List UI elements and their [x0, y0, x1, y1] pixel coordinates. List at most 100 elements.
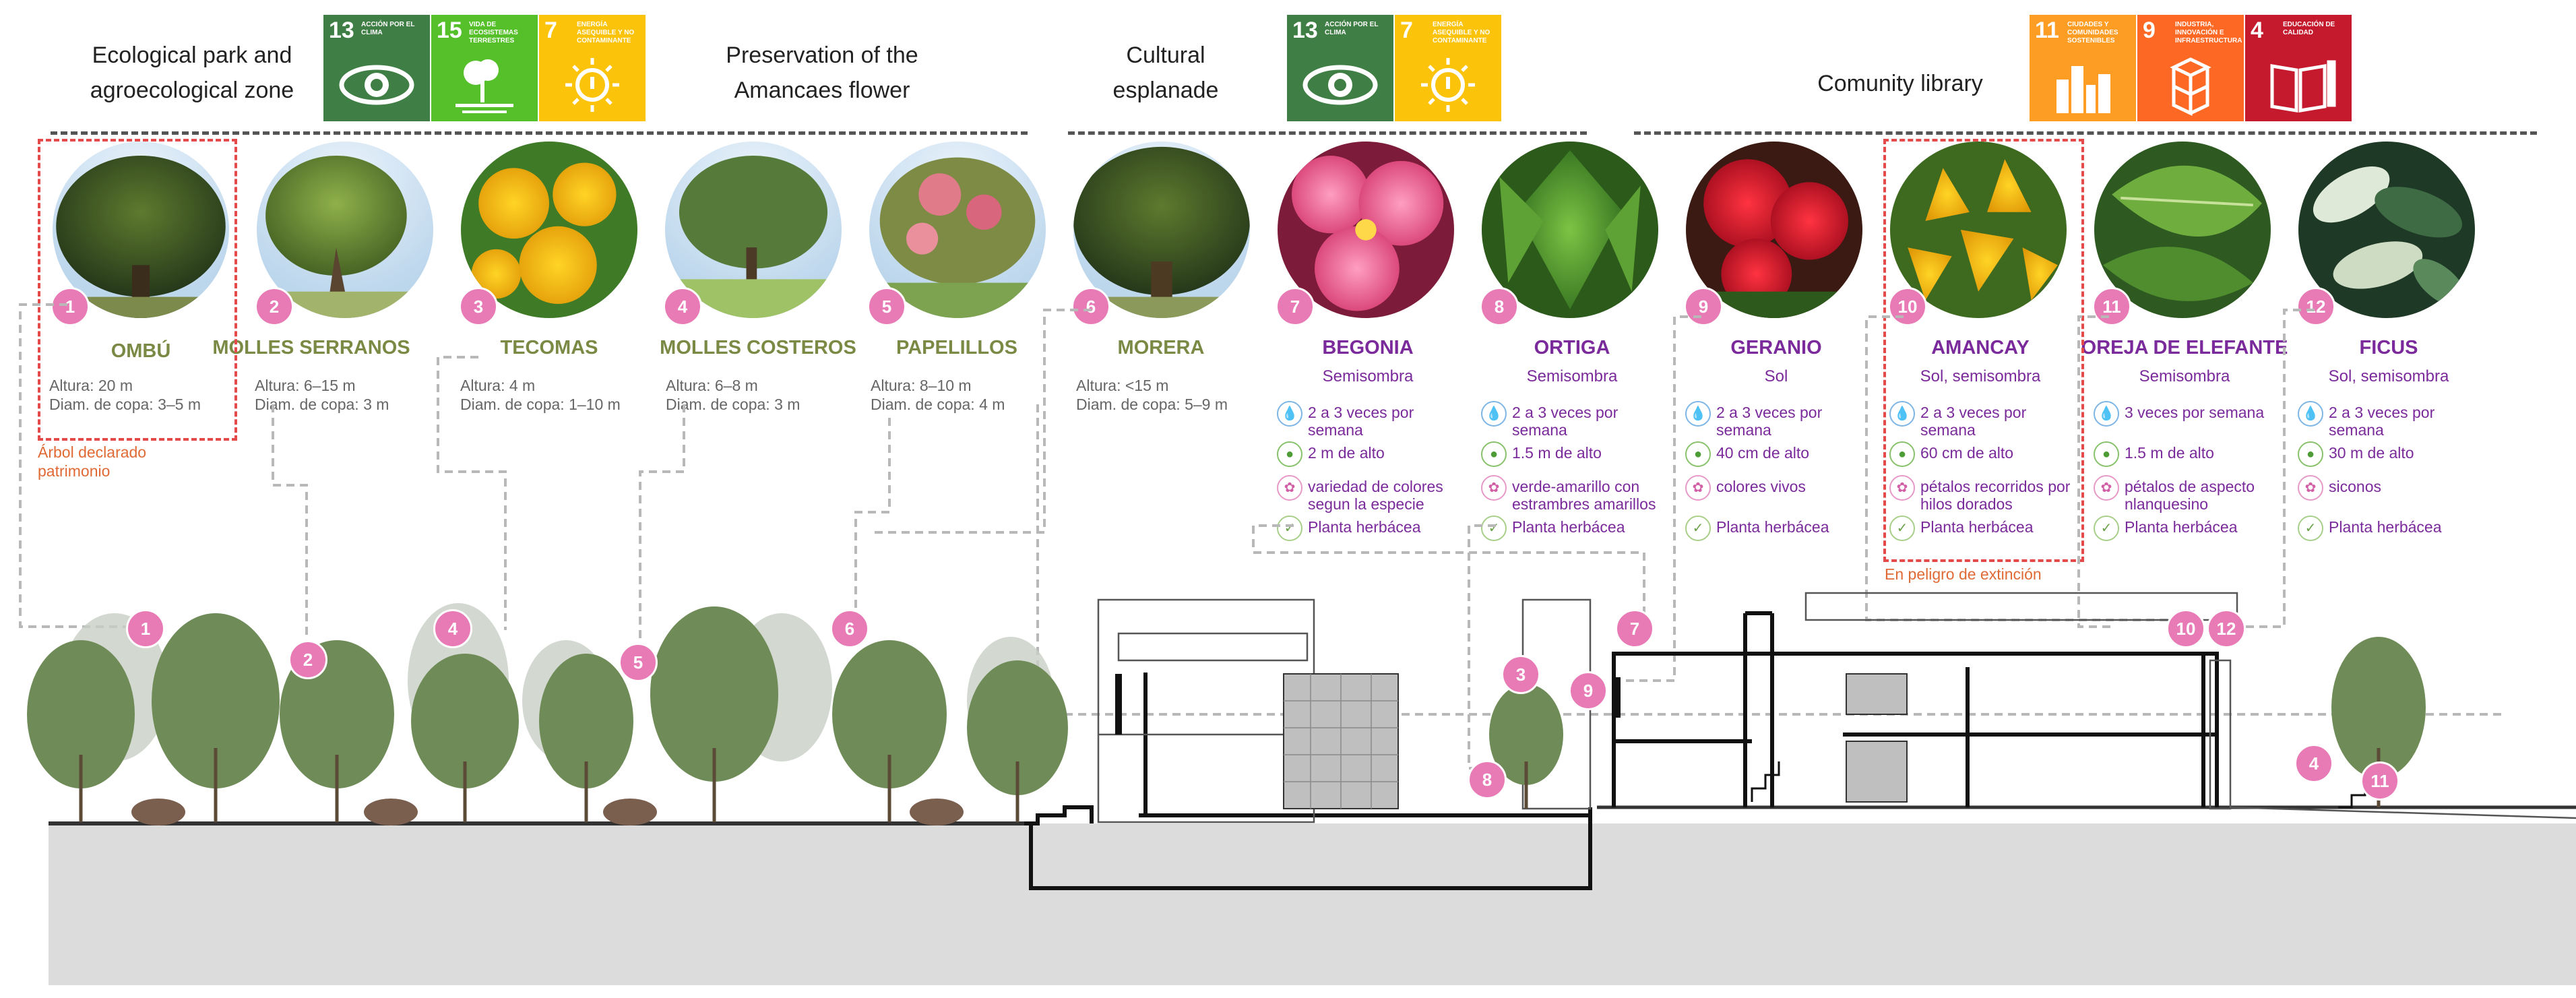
note-line: patrimonio	[38, 462, 111, 480]
tree-name-morera: MORERA	[1117, 337, 1205, 358]
heritage-highlight-box	[38, 139, 237, 441]
tree-name-molles-serranos: MOLLES SERRANOS	[212, 337, 410, 358]
zone-title-library: Comunity library	[1817, 71, 1983, 96]
height-leaf-icon: ●	[2298, 441, 2323, 467]
flower-icon: ✿	[1277, 475, 1302, 501]
sdg-7-tile: 7 ENERGÍA ASEQUIBLE Y NO CONTAMINANTE	[539, 15, 646, 121]
spec-altura: Altura: 6–15 m	[255, 377, 356, 394]
section-badge-1: 1	[126, 609, 165, 648]
zone-title-eco-park: Ecological park and agroecological zone	[81, 38, 303, 108]
section-badge-11: 11	[2360, 761, 2399, 801]
plant-exposure: Semisombra	[2139, 367, 2230, 385]
spec-altura: Altura: 4 m	[460, 377, 536, 394]
sdg-label: INDUSTRIA, INNOVACIÓN E INFRAESTRUCTURA	[2175, 21, 2242, 44]
zone-title-line: agroecological zone	[90, 77, 294, 103]
plant-name-oreja-de-elefante: OREJA DE ELEFANTE	[2081, 337, 2288, 358]
spec-copa: Diam. de copa: 5–9 m	[1076, 396, 1228, 413]
sdg-label: EDUCACIÓN DE CALIDAD	[2283, 21, 2335, 36]
plant-height: ●60 cm de alto	[1889, 441, 2071, 467]
molle-costero-photo	[665, 142, 842, 318]
plant-water-text: 3 veces por semana	[2125, 404, 2265, 421]
sdg-label: CIUDADES Y COMUNIDADES SOSTENIBLES	[2067, 21, 2118, 44]
water-drop-icon: 💧	[2298, 401, 2323, 427]
heritage-note: Árbol declarado patrimonio	[38, 443, 146, 480]
leader-lines	[19, 303, 2507, 770]
plant-name-begonia: BEGONIA	[1322, 337, 1414, 358]
plant-height-text: 1.5 m de alto	[1512, 444, 1602, 462]
cubes-icon	[2137, 53, 2244, 117]
plant-type: ✓Planta herbácea	[1685, 516, 1867, 541]
plant-type: ✓Planta herbácea	[2094, 516, 2275, 541]
water-drop-icon: 💧	[1685, 401, 1711, 427]
section-badge-4: 4	[433, 609, 472, 648]
section-badge-3: 3	[1501, 655, 1540, 694]
ombu-photo	[53, 142, 229, 318]
sprout-icon: ✓	[2298, 516, 2323, 541]
plant-exposure: Semisombra	[1322, 367, 1414, 385]
zone-title-line: Cultural	[1126, 42, 1205, 68]
sdg-number: 7	[544, 18, 557, 43]
plant-water-text: 2 a 3 veces por semana	[1512, 404, 1619, 439]
sdg-number: 9	[2143, 18, 2156, 43]
badge-6: 6	[1071, 287, 1110, 326]
badge-8: 8	[1480, 287, 1519, 326]
plant-name-ortiga: ORTIGA	[1534, 337, 1610, 358]
plant-flower: ✿pétalos recorridos por hilos dorados	[1889, 475, 2071, 513]
plant-height: ●2 m de alto	[1277, 441, 1459, 467]
spec-copa: Diam. de copa: 3 m	[666, 396, 800, 413]
plant-type-text: Planta herbácea	[1920, 518, 2034, 536]
tree-spec-morera: Altura: <15 m Diam. de copa: 5–9 m	[1076, 376, 1228, 414]
ortiga-photo	[1482, 142, 1658, 318]
plant-height-text: 40 cm de alto	[1716, 444, 1810, 462]
plant-exposure: Semisombra	[1526, 367, 1618, 385]
book-pencil-icon	[2245, 53, 2352, 117]
note-line: Árbol declarado	[38, 443, 147, 461]
plant-water-text: 2 a 3 veces por semana	[2329, 404, 2435, 439]
zone-title-line: esplanade	[1112, 77, 1219, 103]
zone-title-line: Preservation of the	[726, 42, 918, 68]
water-drop-icon: 💧	[2094, 401, 2119, 427]
section-badge-12: 12	[2207, 609, 2246, 648]
plant-flower: ✿variedad de colores segun la especie	[1277, 475, 1459, 513]
badge-2: 2	[255, 287, 294, 326]
sun-power-icon	[1395, 53, 1501, 117]
sdg-number: 4	[2251, 18, 2263, 43]
tree-name-molles-costeros: MOLLES COSTEROS	[660, 337, 856, 358]
plant-name-ficus: FICUS	[2359, 337, 2418, 358]
plant-flower: ✿colores vivos	[1685, 475, 1867, 501]
plant-type-text: Planta herbácea	[1512, 518, 1625, 536]
plant-water: 💧2 a 3 veces por semana	[1685, 401, 1867, 439]
ground-fill	[49, 823, 2576, 985]
plant-water-text: 2 a 3 veces por semana	[1308, 404, 1414, 439]
sun-power-icon	[539, 53, 646, 117]
section-badge-7: 7	[1615, 609, 1654, 648]
eye-globe-icon	[323, 53, 430, 117]
zone-divider	[1634, 131, 2537, 135]
badge-4: 4	[663, 287, 702, 326]
plant-name-geranio: GERANIO	[1730, 337, 1822, 358]
sprout-icon: ✓	[2094, 516, 2119, 541]
plant-height-text: 2 m de alto	[1308, 444, 1385, 462]
zone-title-line: Amancaes flower	[734, 77, 910, 103]
plant-water: 💧2 a 3 veces por semana	[2298, 401, 2480, 439]
plant-water-text: 2 a 3 veces por semana	[1716, 404, 1823, 439]
eye-globe-icon	[1287, 53, 1393, 117]
section-badge-8: 8	[1468, 760, 1507, 799]
plant-name-amancay: AMANCAY	[1931, 337, 2030, 358]
plant-type: ✓Planta herbácea	[1889, 516, 2071, 541]
plant-flower-text: colores vivos	[1716, 478, 1806, 495]
sdg-label: ENERGÍA ASEQUIBLE Y NO CONTAMINANTE	[577, 21, 635, 44]
sdg-9-tile: 9 INDUSTRIA, INNOVACIÓN E INFRAESTRUCTURA	[2137, 15, 2244, 121]
spec-copa: Diam. de copa: 4 m	[871, 396, 1005, 413]
badge-3: 3	[459, 287, 498, 326]
flower-icon: ✿	[1481, 475, 1507, 501]
spec-altura: Altura: 20 m	[49, 377, 133, 394]
spec-copa: Diam. de copa: 3 m	[255, 396, 389, 413]
plant-flower: ✿siconos	[2298, 475, 2480, 501]
zone-title-line: Ecological park and	[92, 42, 292, 68]
tree-spec-ombu: Altura: 20 m Diam. de copa: 3–5 m	[49, 376, 201, 414]
spec-copa: Diam. de copa: 1–10 m	[460, 396, 621, 413]
